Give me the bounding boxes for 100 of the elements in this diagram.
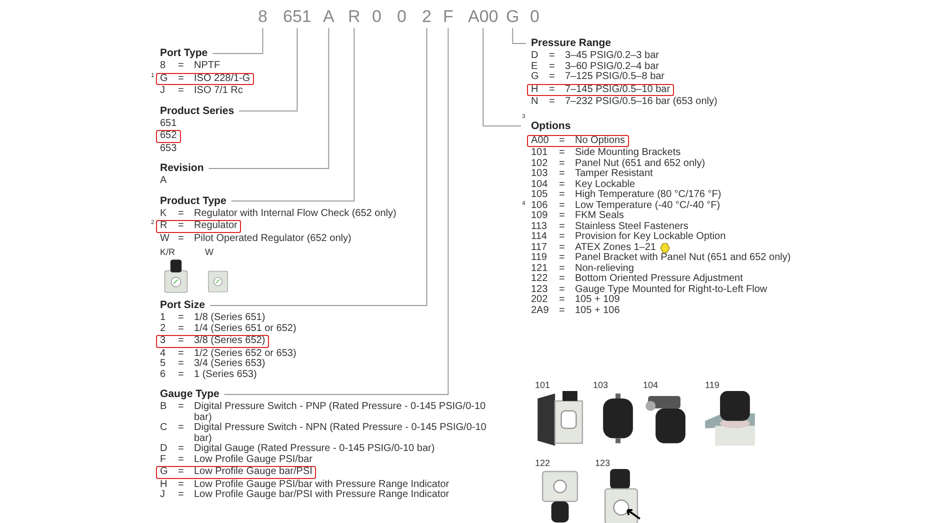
option-description: Bottom Oriented Pressure Adjustment bbox=[575, 274, 743, 284]
leader-line bbox=[212, 28, 264, 54]
option-code: H bbox=[160, 480, 168, 490]
option-code: K bbox=[160, 208, 168, 219]
option-description: Panel Bracket with Panel Nut (651 and 652 only) bbox=[575, 253, 791, 264]
option-code: 113 bbox=[531, 222, 548, 232]
code-character: R bbox=[348, 7, 360, 27]
section-heading: Pressure Range bbox=[531, 37, 611, 50]
option-code: D bbox=[160, 444, 168, 454]
equals-sign: = bbox=[178, 490, 185, 500]
option-description: No Options bbox=[575, 136, 626, 146]
equals-sign: = bbox=[559, 232, 566, 242]
code-character: 651 bbox=[283, 7, 312, 27]
option-code: 123 bbox=[531, 284, 549, 295]
equals-sign: = bbox=[178, 86, 185, 96]
leader-line bbox=[208, 28, 330, 169]
option-description: Low Profile Gauge PSI/bar with Pressure Range Indicator bbox=[194, 480, 450, 490]
option-code: 101 bbox=[531, 148, 549, 158]
option-code: 109 bbox=[531, 211, 549, 222]
picture-caption: 103 bbox=[593, 380, 608, 390]
option-code: 117 bbox=[531, 242, 548, 253]
equals-sign: = bbox=[559, 242, 566, 253]
equals-sign: = bbox=[559, 222, 566, 232]
option-code: 5 bbox=[160, 359, 167, 370]
option-code: 653 bbox=[160, 144, 177, 154]
equals-sign: = bbox=[178, 348, 185, 359]
option-code: 103 bbox=[531, 169, 549, 180]
code-character: 0 bbox=[530, 7, 540, 27]
equals-sign: = bbox=[559, 148, 566, 158]
option-description: 3–60 PSIG/0.2–4 bar bbox=[565, 62, 659, 72]
section-heading: Product Series bbox=[160, 104, 234, 118]
equals-sign: = bbox=[549, 51, 556, 62]
section-heading: Port Type bbox=[160, 47, 208, 60]
equals-sign: = bbox=[559, 158, 566, 169]
section-heading: Revision bbox=[160, 162, 204, 175]
section-heading: Options bbox=[531, 120, 571, 132]
option-description: Regulator with Internal Flow Check (652 only) bbox=[194, 208, 396, 219]
option-description: High Temperature (80 °C/176 °F) bbox=[575, 190, 722, 200]
code-character: 2 bbox=[422, 7, 432, 27]
option-description: Digital Gauge (Rated Pressure - 0-145 PSIG/0-10 bar) bbox=[194, 444, 435, 454]
code-character: 0 bbox=[397, 7, 406, 27]
picture-caption: 101 bbox=[535, 380, 550, 390]
equals-sign: = bbox=[178, 467, 185, 478]
leader-line bbox=[238, 28, 298, 112]
option-description: 3/8 (Series 652) bbox=[194, 336, 266, 346]
option-code: E bbox=[531, 62, 539, 72]
option-code: J bbox=[160, 490, 166, 500]
option-code: 202 bbox=[531, 295, 549, 306]
picture-caption: W bbox=[205, 247, 214, 257]
option-description: Digital Pressure Switch - PNP (Rated Pressure - 0-145 PSIG/0-10 bar) bbox=[194, 402, 487, 422]
option-code: G bbox=[531, 72, 540, 82]
leader-line bbox=[482, 28, 522, 126]
option-description: Stainless Steel Fasteners bbox=[575, 222, 688, 232]
equals-sign: = bbox=[178, 74, 185, 84]
option-code: B bbox=[160, 402, 168, 414]
equals-sign: = bbox=[178, 208, 185, 219]
highlight-box bbox=[156, 130, 181, 142]
equals-sign: = bbox=[178, 336, 185, 346]
code-character: A bbox=[323, 7, 334, 27]
option-code: 104 bbox=[531, 180, 549, 190]
option-code: A bbox=[160, 176, 167, 186]
equals-sign: = bbox=[559, 200, 566, 211]
code-character: 0 bbox=[372, 7, 382, 27]
highlight-box bbox=[527, 84, 674, 96]
option-code: 651 bbox=[160, 118, 177, 129]
option-description: ISO 7/1 Rc bbox=[194, 86, 243, 96]
equals-sign: = bbox=[178, 423, 185, 435]
option-description: Gauge Type Mounted for Right-to-Left Flow bbox=[575, 284, 768, 294]
option-code: 106 bbox=[531, 200, 549, 211]
equals-sign: = bbox=[559, 284, 566, 295]
highlight-box bbox=[156, 220, 242, 232]
equals-sign: = bbox=[178, 402, 185, 414]
option-description: Regulator bbox=[194, 221, 238, 232]
option-description: 1/2 (Series 652 or 653) bbox=[194, 348, 296, 358]
leader-line bbox=[224, 28, 449, 395]
option-code: H bbox=[531, 84, 540, 95]
option-code: 122 bbox=[531, 274, 549, 284]
option-description: 7–145 PSIG/0.5–10 bar bbox=[565, 84, 670, 95]
picture-caption: 104 bbox=[643, 380, 658, 390]
highlight-box bbox=[156, 466, 316, 478]
equals-sign: = bbox=[559, 253, 566, 264]
option-description: 7–125 PSIG/0.5–8 bar bbox=[565, 72, 665, 82]
option-description: Pilot Operated Regulator (652 only) bbox=[194, 234, 352, 244]
equals-sign: = bbox=[559, 264, 566, 274]
equals-sign: = bbox=[178, 370, 185, 380]
equals-sign: = bbox=[559, 295, 566, 306]
option-description: 3/4 (Series 653) bbox=[194, 359, 266, 370]
option-description: FKM Seals bbox=[575, 211, 624, 222]
code-character: G bbox=[506, 7, 520, 27]
picture-caption: 122 bbox=[535, 458, 550, 468]
equals-sign: = bbox=[559, 211, 566, 222]
option-code: 105 bbox=[531, 190, 549, 200]
equals-sign: = bbox=[178, 444, 185, 454]
leader-line bbox=[209, 28, 428, 306]
option-code: 652 bbox=[160, 131, 177, 142]
option-description: Digital Pressure Switch - NPN (Rated Pressure - 0-145 PSIG/0-10 bar) bbox=[194, 423, 488, 444]
equals-sign: = bbox=[178, 234, 185, 244]
option-code: J bbox=[160, 86, 166, 96]
option-description: Panel Nut (651 and 652 only) bbox=[575, 158, 706, 168]
option-code: 114 bbox=[531, 232, 548, 242]
